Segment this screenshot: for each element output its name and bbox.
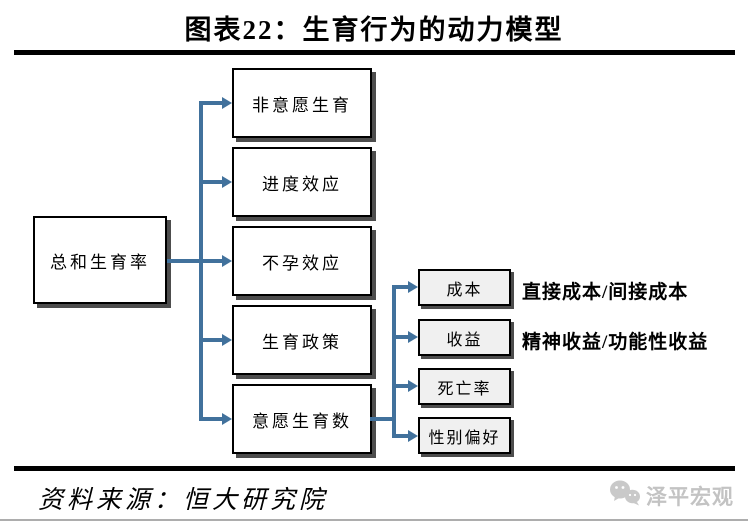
connector-sub-1 (392, 285, 409, 289)
node-unintended-fertility: 非意愿生育 (232, 68, 372, 138)
arrow-head-icon (222, 255, 232, 267)
connector-right-trunk (392, 285, 396, 438)
node-fertility-policy: 生育政策 (232, 305, 372, 375)
connector-desired-branch (370, 417, 396, 421)
node-label: 生育政策 (262, 332, 342, 352)
node-infertility-effect: 不孕效应 (232, 226, 372, 296)
connector-branch-2 (199, 180, 223, 184)
node-label: 进度效应 (262, 174, 342, 194)
arrow-head-icon (408, 331, 418, 343)
node-benefit: 收益 (418, 319, 511, 356)
bottom-divider (0, 519, 748, 521)
arrow-head-icon (408, 281, 418, 293)
source-text: 资料来源：恒大研究院 (38, 487, 329, 514)
arrow-head-icon (222, 176, 232, 188)
node-label: 非意愿生育 (252, 95, 352, 115)
arrow-head-icon (222, 413, 232, 425)
node-gender-preference: 性别偏好 (418, 417, 511, 454)
node-tempo-effect: 进度效应 (232, 147, 372, 217)
connector-branch-1 (199, 101, 223, 105)
arrow-head-icon (222, 334, 232, 346)
node-desired-births: 意愿生育数 (232, 384, 372, 454)
node-label: 成本 (446, 281, 483, 299)
watermark-text: 泽平宏观 (646, 486, 734, 509)
connector-branch-5 (199, 417, 223, 421)
header-rule (14, 50, 735, 55)
node-label: 意愿生育数 (252, 411, 352, 431)
node-label: 死亡率 (437, 380, 492, 398)
annotation-benefit: 精神收益/功能性收益 (522, 332, 709, 353)
node-label: 收益 (446, 331, 483, 349)
node-label: 性别偏好 (428, 429, 501, 447)
connector-branch-4 (199, 338, 223, 342)
node-cost: 成本 (418, 269, 511, 306)
connector-root-branch (167, 259, 223, 263)
node-label: 总和生育率 (50, 252, 150, 272)
arrow-head-icon (222, 97, 232, 109)
connector-sub-4 (392, 434, 409, 438)
node-mortality-rate: 死亡率 (418, 368, 511, 405)
annotation-cost: 直接成本/间接成本 (522, 282, 689, 303)
node-label: 不孕效应 (262, 253, 342, 273)
footer-rule (14, 466, 735, 471)
connector-sub-3 (392, 384, 409, 388)
figure-title: 图表22：生育行为的动力模型 (184, 15, 564, 45)
wechat-logo-icon (610, 480, 640, 506)
arrow-head-icon (408, 380, 418, 392)
node-total-fertility-rate: 总和生育率 (33, 216, 167, 304)
arrow-head-icon (408, 430, 418, 442)
connector-sub-2 (392, 335, 409, 339)
